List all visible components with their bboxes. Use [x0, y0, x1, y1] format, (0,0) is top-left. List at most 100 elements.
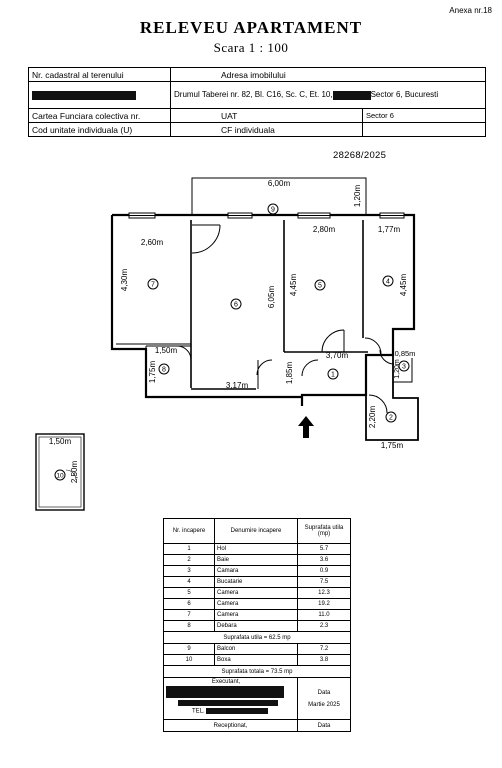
row-area: 11.0 — [297, 609, 351, 621]
cf-collective-label: Cartea Funciara colectiva nr. — [28, 108, 171, 123]
storage-box-outline — [35, 433, 85, 511]
redacted-block — [166, 686, 284, 698]
unit-code-label: Cod unitate individuala (U) — [28, 122, 171, 137]
address-part1: Drumul Taberei nr. 82, Bl. C16, Sc. C, E… — [174, 90, 333, 100]
row-nr: 6 — [163, 598, 215, 610]
redacted-block — [178, 700, 278, 706]
head-name: Denumire incapere — [214, 518, 298, 544]
table-row: 10 Boxa 3.8 — [163, 654, 351, 666]
entrance-arrow-icon — [298, 416, 314, 438]
row-nr: 1 — [163, 543, 215, 555]
row-area: 7.2 — [297, 643, 351, 655]
redacted-block — [32, 91, 136, 101]
row-nr: 3 — [163, 565, 215, 577]
table-row: 7 Camera 11.0 — [163, 609, 351, 621]
row-area: 2.3 — [297, 620, 351, 632]
row-name: Camera — [214, 587, 298, 599]
head-area: Suprafata utila (mp) — [297, 518, 351, 544]
table-row: 1 Hol 5.7 — [163, 543, 351, 555]
row-nr: 10 — [163, 654, 215, 666]
room-number-3: 3 — [402, 364, 406, 371]
head-nr: Nr. incapere — [163, 518, 215, 544]
dim-room5-width: 2,80m — [313, 225, 336, 234]
room-number-8: 8 — [162, 367, 166, 374]
row-nr: 7 — [163, 609, 215, 621]
dim-room8-width: 1,50m — [155, 346, 178, 355]
dim-room8-depth: 1,75m — [148, 361, 157, 384]
row-name: Balcon — [214, 643, 298, 655]
redacted-block — [332, 90, 371, 100]
row-name: Baie — [214, 554, 298, 566]
table-row: 4 Bucatarie 7.5 — [163, 576, 351, 588]
row-nr: 4 — [163, 576, 215, 588]
row-name: Bucatarie — [214, 576, 298, 588]
table-row: 5 Camera 12.3 — [163, 587, 351, 599]
tel-label: TEL. — [192, 708, 205, 715]
row-area: 3.6 — [297, 554, 351, 566]
redacted-block — [206, 708, 269, 714]
date-label-2: Data — [297, 719, 351, 732]
document-number: 28268/2025 — [333, 150, 387, 161]
table-row: 2 Baie 3.6 — [163, 554, 351, 566]
dim-room7-width: 2,60m — [141, 238, 164, 247]
dim-room3-depth: 1,20m — [394, 359, 401, 379]
row-name: Hol — [214, 543, 298, 555]
useful-area-total: Suprafata utila = 62.5 mp — [163, 631, 351, 644]
date-value: Martie 2025 — [308, 701, 340, 708]
row-nr: 9 — [163, 643, 215, 655]
dim-room2-width: 1,75m — [381, 441, 404, 450]
room-number-2: 2 — [389, 415, 393, 422]
grand-area-total: Suprafata totala = 73.5 mp — [163, 665, 351, 678]
room-number-6: 6 — [234, 302, 238, 309]
receptionat-label: Receptionat, — [163, 719, 298, 732]
row-name: Camera — [214, 598, 298, 610]
table-row: 8 Debara 2.3 — [163, 620, 351, 632]
dim-room5-depth: 4,45m — [289, 274, 298, 297]
room-number-1: 1 — [331, 372, 335, 379]
annex-number: Anexa nr.18 — [449, 6, 492, 15]
executant-label: Executant, — [211, 679, 241, 685]
room-number-4: 4 — [386, 279, 390, 286]
room-number-10: 10 — [56, 473, 64, 480]
dim-room6-depth: 6,05m — [267, 286, 276, 309]
dim-hall-width: 3,70m — [326, 351, 349, 360]
row-name: Camara — [214, 565, 298, 577]
room-number-7: 7 — [151, 282, 155, 289]
row-area: 0.9 — [297, 565, 351, 577]
table-row: 9 Balcon 7.2 — [163, 643, 351, 655]
table-row: 6 Camera 19.2 — [163, 598, 351, 610]
dim-box-width: 1,50m — [49, 437, 72, 446]
dim-balcony-depth: 1,20m — [353, 185, 362, 208]
table-row: 3 Camara 0.9 — [163, 565, 351, 577]
dim-room6-bottom: 3,17m — [226, 381, 249, 390]
cf-individual-value — [362, 122, 486, 137]
row-area: 12.3 — [297, 587, 351, 599]
dim-room3-width: 0,85m — [395, 349, 416, 358]
date-label: Data — [317, 689, 331, 696]
info-table: Nr. cadastral al terenului Adresa imobil… — [28, 67, 486, 137]
dim-balcony-width: 6,00m — [268, 179, 291, 188]
row-name: Debara — [214, 620, 298, 632]
uat-value: Sector 6 — [362, 108, 486, 123]
row-area: 3.8 — [297, 654, 351, 666]
dim-room4-depth: 4,45m — [399, 274, 408, 297]
uat-label: UAT — [170, 108, 363, 123]
page-title: RELEVEU APARTAMENT — [139, 18, 363, 37]
address-part2: Sector 6, Bucuresti — [370, 90, 439, 100]
room-number-9: 9 — [271, 207, 275, 214]
row-nr: 5 — [163, 587, 215, 599]
cadastral-value — [28, 81, 171, 109]
row-area: 5.7 — [297, 543, 351, 555]
row-name: Boxa — [214, 654, 298, 666]
dim-room7-depth: 4,30m — [120, 269, 129, 292]
floor-plan: 6,00m 1,20m 2,60m 4,30m 6,05m 2,80m 4,45… — [35, 177, 419, 511]
row-nr: 2 — [163, 554, 215, 566]
cf-individual-label: CF individuala — [170, 122, 363, 137]
dim-hall-depth: 1,85m — [285, 362, 294, 385]
dim-room4-width: 1,77m — [378, 225, 401, 234]
row-nr: 8 — [163, 620, 215, 632]
executant-cell: Executant, TEL. — [163, 677, 298, 720]
rooms-table: Nr. incapere Denumire incapere Suprafata… — [163, 518, 351, 732]
scale-label: Scara 1 : 100 — [213, 40, 289, 55]
dim-room2-depth: 2,20m — [368, 406, 377, 429]
